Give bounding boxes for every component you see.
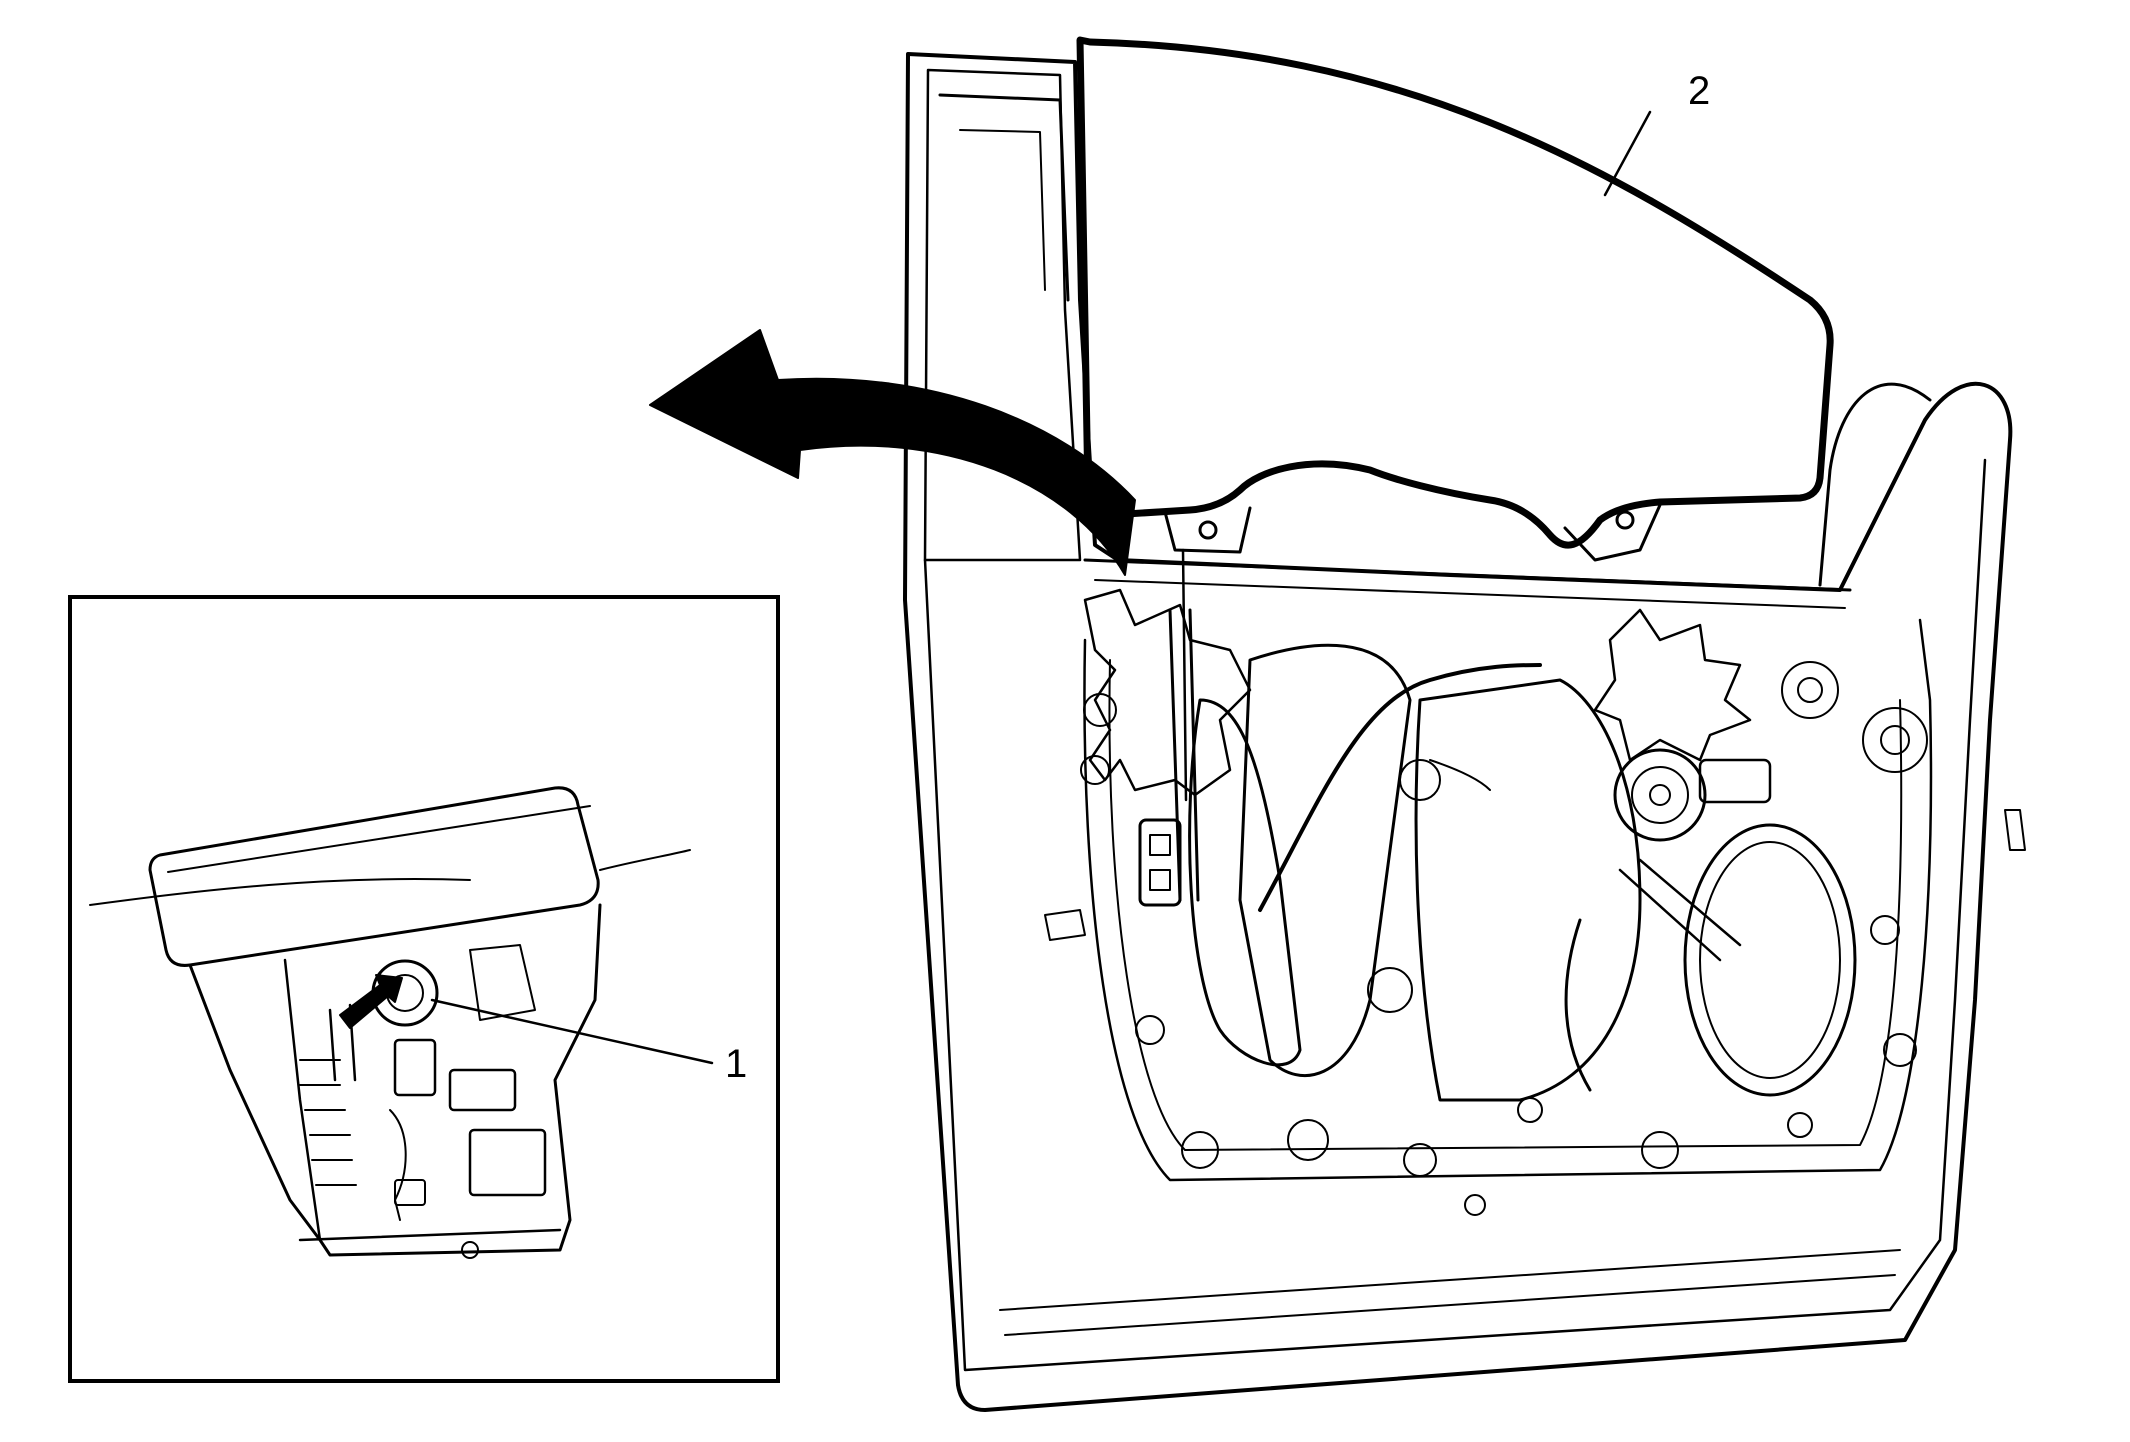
view-arrow [649, 329, 1136, 576]
inner-panel-openings [1080, 643, 1928, 1216]
callout-1-label: 1 [725, 1042, 747, 1086]
leader-line-1 [430, 998, 714, 1065]
window-glass [1076, 36, 1834, 802]
leader-line-2 [1603, 110, 1652, 197]
door-panel [903, 52, 2013, 1412]
detail-inset [68, 595, 780, 1383]
inset-frame [68, 595, 780, 1383]
push-arrow-icon [339, 974, 403, 1029]
window-regulator [1044, 588, 2026, 1092]
callout-2-label: 2 [1688, 69, 1710, 113]
